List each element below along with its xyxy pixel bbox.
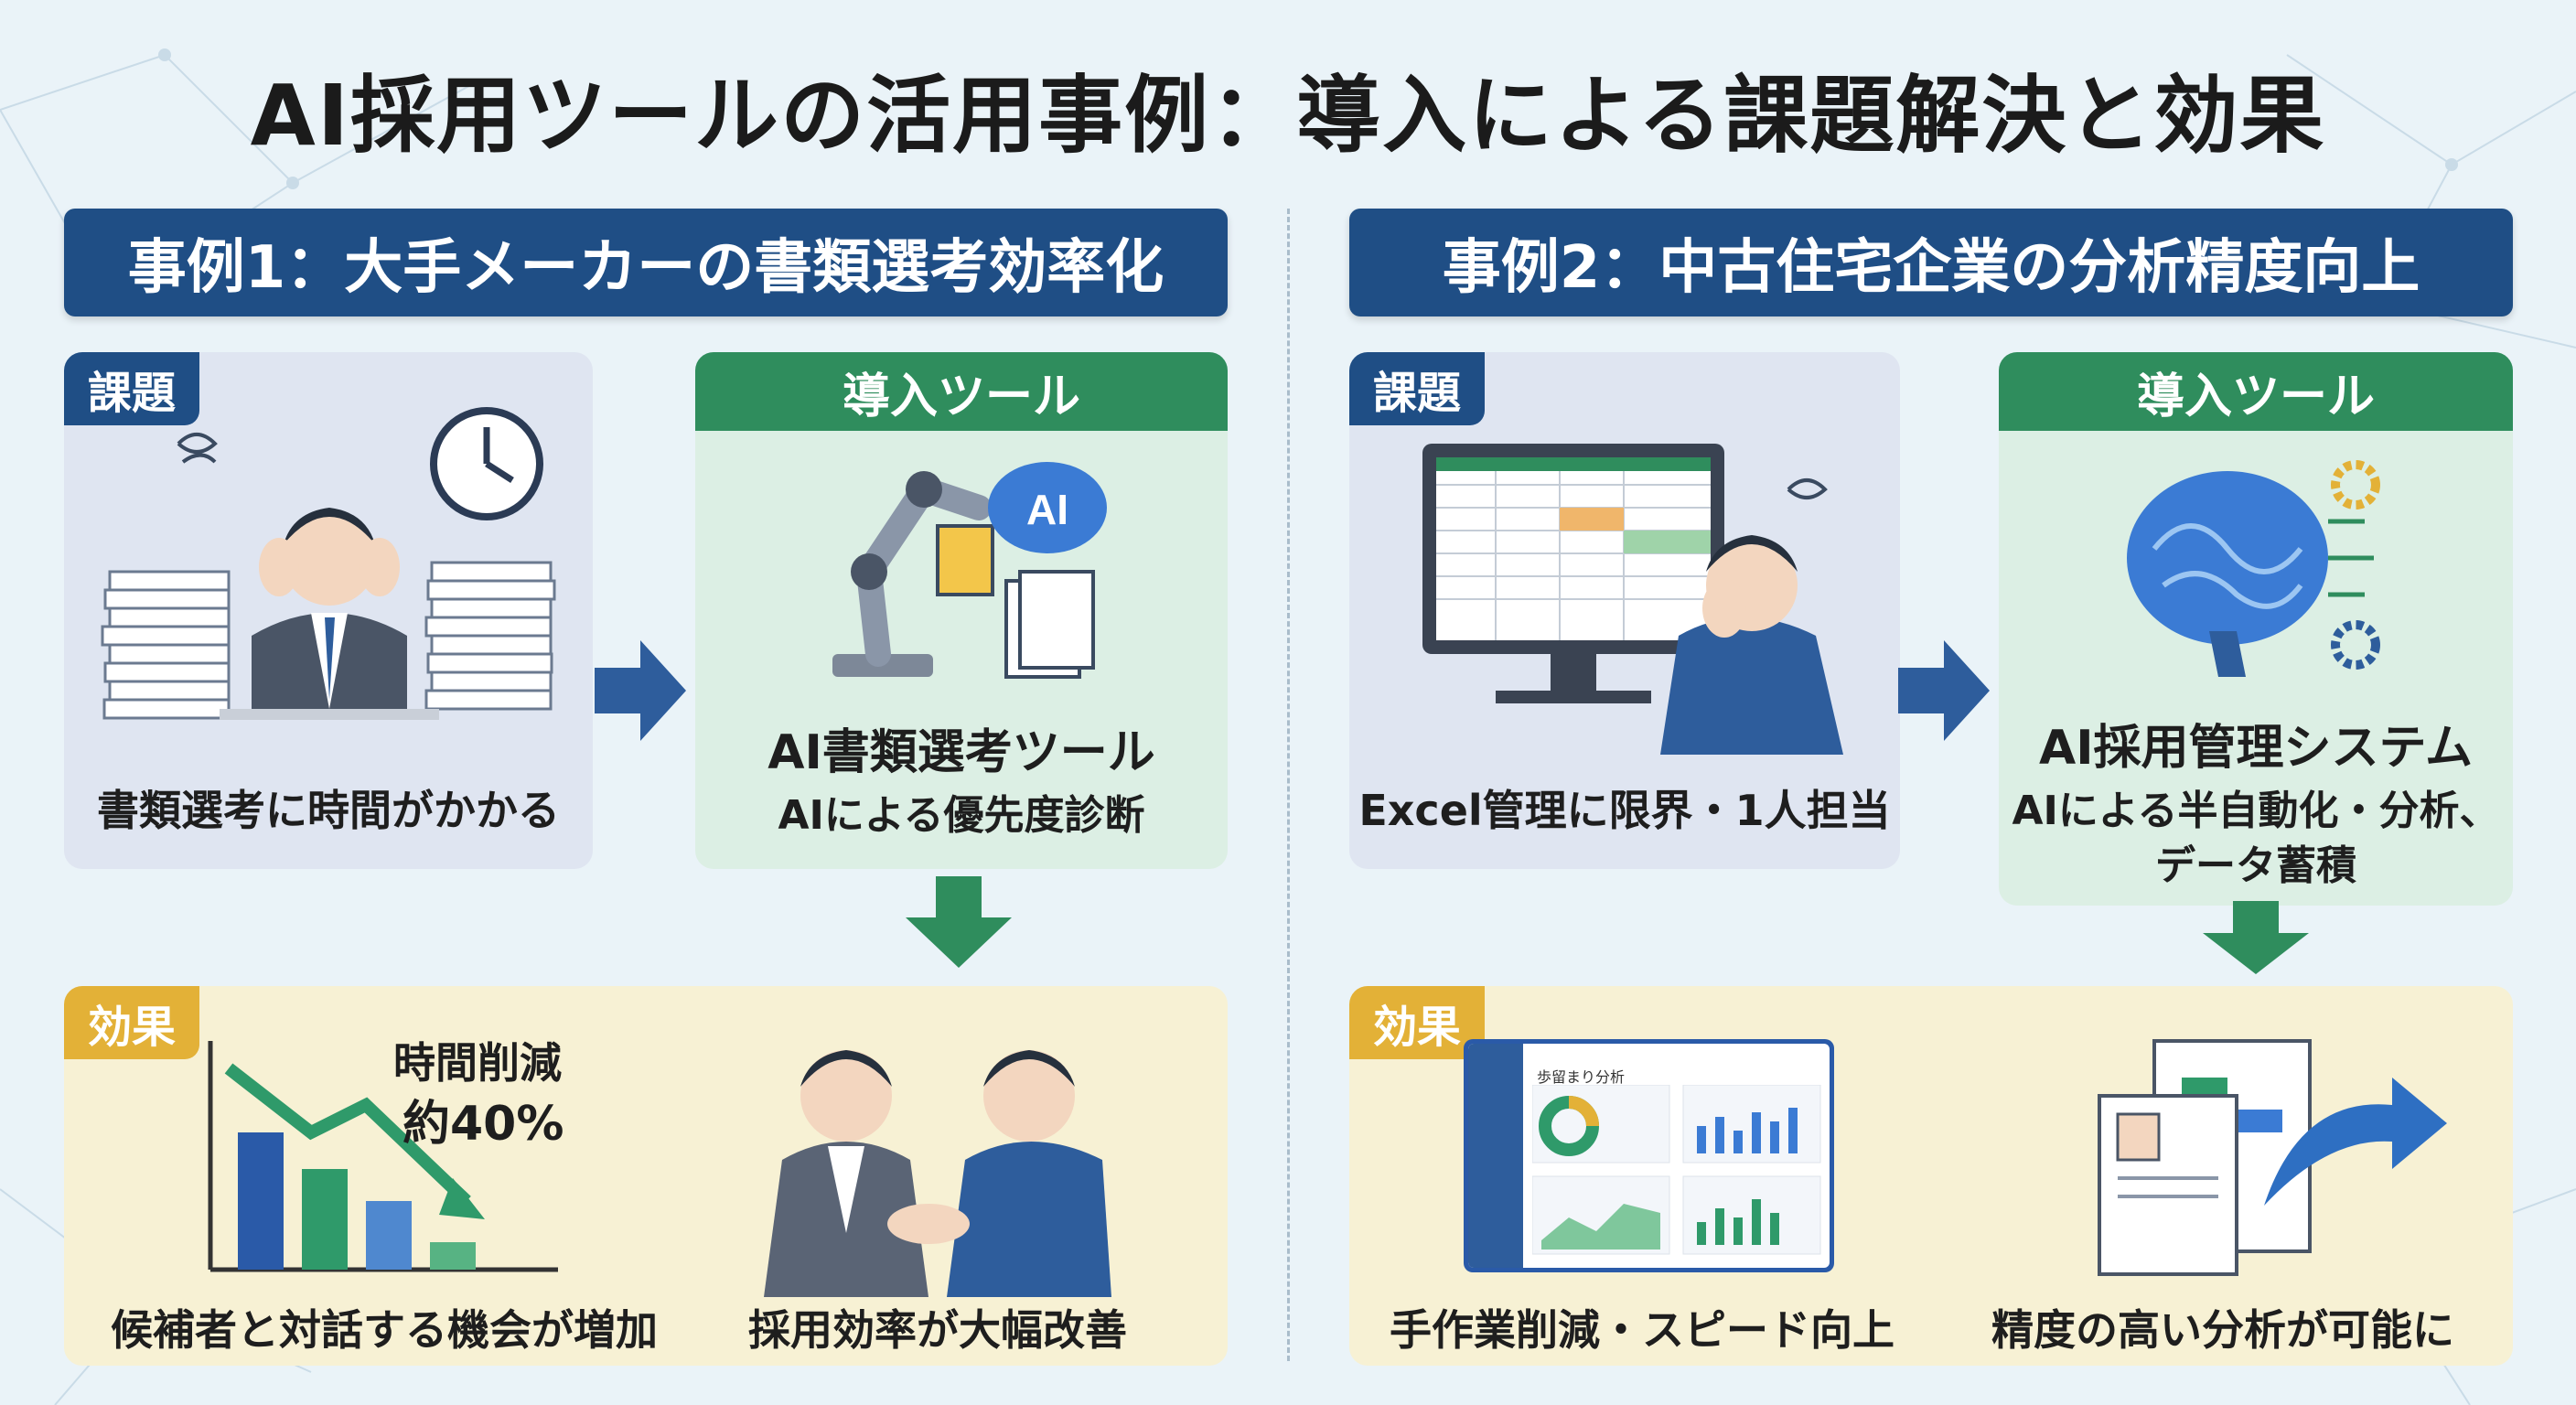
paper-stack-left	[101, 570, 231, 720]
case1-tool-desc: AIによる優先度診断	[778, 792, 1145, 839]
trend-arrow-icon	[439, 1178, 485, 1219]
case2-header: 事例2：中古住宅企業の分析精度向上	[1349, 209, 2513, 316]
case2-effect-caption-left: 手作業削減・スピード向上	[1390, 1305, 1894, 1355]
dashboard-screen: 歩留まり分析	[1464, 1039, 1834, 1272]
case2-issue-tag: 課題	[1349, 352, 1486, 425]
clock-icon	[430, 407, 543, 520]
case2-tool-head: 導入ツール	[1999, 352, 2513, 431]
bar-2	[302, 1169, 348, 1270]
bar-4	[430, 1242, 476, 1270]
case2-tool-desc-2: データ蓄積	[2155, 842, 2356, 889]
stress-swirl-icon	[177, 433, 218, 464]
handshake-icon	[887, 1204, 970, 1244]
gear-icon	[2331, 620, 2380, 670]
bar-3	[366, 1201, 412, 1270]
stress-swirl-icon	[1787, 478, 1828, 499]
chart-label-time-reduction: 時間削減	[393, 1038, 562, 1088]
growth-arrow-icon	[2264, 1078, 2447, 1206]
arrow-down-icon	[2203, 901, 2309, 974]
gear-icon	[2331, 460, 2380, 509]
page-title: AI採用ツールの活用事例：導入による課題解決と効果	[250, 67, 2326, 165]
case2-issue-card: 課題 Excel管理に限界・1人担当	[1349, 352, 1900, 869]
case2-effect-caption-right: 精度の高い分析が可能に	[1991, 1305, 2454, 1355]
case1-header: 事例1：大手メーカーの書類選考効率化	[64, 209, 1228, 316]
ai-brain-icon: AI	[988, 462, 1107, 553]
case2-tool-card: 導入ツール AI採用管理システム AIによる半自動化・分析、 データ蓄積	[1999, 352, 2513, 906]
case2-effect-tag: 効果	[1349, 986, 1486, 1059]
spreadsheet-worker-illustration	[1422, 444, 1843, 755]
center-divider	[1287, 209, 1290, 1361]
analysis-documents-illustration	[2098, 1039, 2447, 1276]
area-chart-icon	[1541, 1204, 1660, 1249]
case2-issue-caption: Excel管理に限界・1人担当	[1358, 786, 1891, 835]
ai-brain-circuit-illustration	[2127, 460, 2380, 677]
dashboard-widgets	[1532, 1085, 1821, 1255]
case1-tool-head: 導入ツール	[695, 352, 1228, 431]
case2-tool-name: AI採用管理システム	[2038, 721, 2474, 776]
arrow-down-icon	[906, 876, 1012, 968]
handshake-illustration	[764, 1050, 1111, 1297]
case1-issue-caption: 書類選考に時間がかかる	[97, 786, 560, 835]
dashboard-title: 歩留まり分析	[1537, 1068, 1626, 1086]
case2-effect-card: 効果 歩留まり分析 手作業削減・スピード向上 精度の高い分析が可能に	[1349, 986, 2513, 1366]
case1-tool-card: 導入ツール AI AI書類選考ツール AIによる優先度診断	[695, 352, 1228, 869]
resume-icon	[2098, 1094, 2238, 1276]
case1-tool-name: AI書類選考ツール	[767, 725, 1155, 780]
bar-1	[238, 1132, 284, 1270]
time-reduction-chart	[208, 1041, 558, 1272]
case1-effect-caption-left: 候補者と対話する機会が増加	[111, 1305, 658, 1355]
case1-issue-card: 課題 書類選考に時間がかかる	[64, 352, 593, 869]
document-icon	[936, 524, 994, 596]
case1-issue-tag: 課題	[64, 352, 200, 425]
chart-label-percent: 約40%	[402, 1097, 564, 1152]
case1-effect-card: 効果 時間削減 約40% 候補者と対話する機会が増加 採用効率が大幅改善	[64, 986, 1228, 1366]
svg-text:AI: AI	[1026, 486, 1068, 533]
paper-stack-right	[424, 561, 556, 711]
arrow-right-icon	[1898, 640, 1990, 741]
brain-icon	[2127, 471, 2328, 645]
arrow-right-icon	[595, 640, 686, 741]
case1-effect-tag: 効果	[64, 986, 200, 1059]
case2-tool-desc-1: AIによる半自動化・分析、	[2012, 788, 2500, 834]
stressed-worker-illustration	[101, 407, 556, 720]
case1-effect-caption-right: 採用効率が大幅改善	[748, 1305, 1127, 1355]
robot-arm-ai-illustration: AI	[832, 462, 1107, 679]
